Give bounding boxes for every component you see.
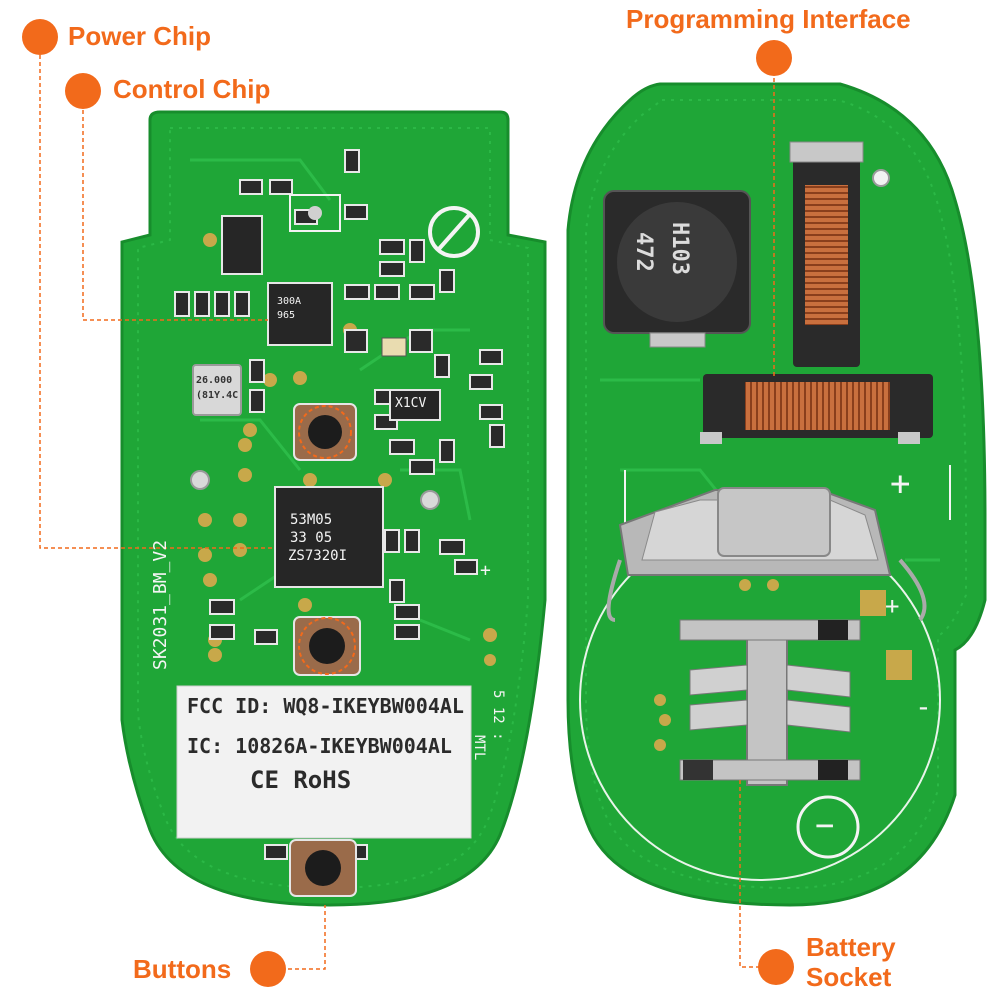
callout-leaders [39, 55, 775, 970]
ic-id-text: IC: 10826A-IKEYBW004AL [187, 734, 452, 758]
power-chip-callout-dot [22, 19, 58, 55]
battery-socket-label-line1: Battery [806, 932, 896, 962]
fcc-label-sticker [176, 685, 472, 839]
buttons-callout-dot [250, 951, 286, 987]
plus-right-mid-silkscreen: + [885, 592, 900, 620]
control-chip-marking-1: 53M05 [290, 512, 333, 528]
crystal [192, 364, 242, 416]
date-silkscreen: 5 12 : [490, 690, 506, 741]
control-chip-callout-dot [65, 73, 101, 109]
control-chip-marking-3: ZS7320I [288, 548, 348, 564]
plus-left-silkscreen: + [480, 560, 491, 581]
board-name-silkscreen: SK2031_BM_V2 [150, 539, 171, 670]
power-chip-marking-2: 965 [277, 310, 296, 321]
smd-components [174, 149, 505, 860]
tactile-buttons [289, 403, 361, 897]
plus-right-top-silkscreen: + [890, 464, 911, 504]
power-chip-marking-1: 300A [277, 296, 302, 307]
certification-marks: CE RoHS [250, 766, 352, 794]
inductor-marking-2: H103 [667, 222, 692, 275]
regulator-chip [221, 215, 263, 275]
programming-interface-label: Programming Interface [626, 4, 911, 34]
control-chip [274, 486, 384, 588]
pb-free-logo [428, 206, 480, 258]
transistor [389, 389, 441, 421]
mtl-silkscreen: MTL [471, 735, 487, 761]
battery-socket-callout-dot [758, 949, 794, 985]
buttons-label: Buttons [133, 954, 232, 984]
programming-interface-callout-dot [756, 40, 792, 76]
power-chip-label: Power Chip [68, 21, 212, 51]
battery-socket [606, 487, 927, 786]
minus-right-silkscreen: - [915, 690, 932, 723]
control-chip-marking-2: 33 05 [290, 530, 333, 546]
minus-circle-outline [796, 795, 860, 859]
crystal-marking-2: (81Y.4C [196, 390, 239, 401]
battery-socket-label-line2: Socket [806, 962, 892, 992]
transistor-marking: X1CV [395, 396, 427, 411]
fcc-id-text: FCC ID: WQ8-IKEYBW004AL [187, 694, 464, 718]
crystal-marking-1: 26.000 [196, 375, 233, 386]
inductor-marking-1: 472 [631, 232, 656, 272]
minus-circle-silkscreen: − [815, 806, 835, 844]
control-chip-label: Control Chip [113, 74, 271, 104]
power-chip [267, 282, 333, 346]
